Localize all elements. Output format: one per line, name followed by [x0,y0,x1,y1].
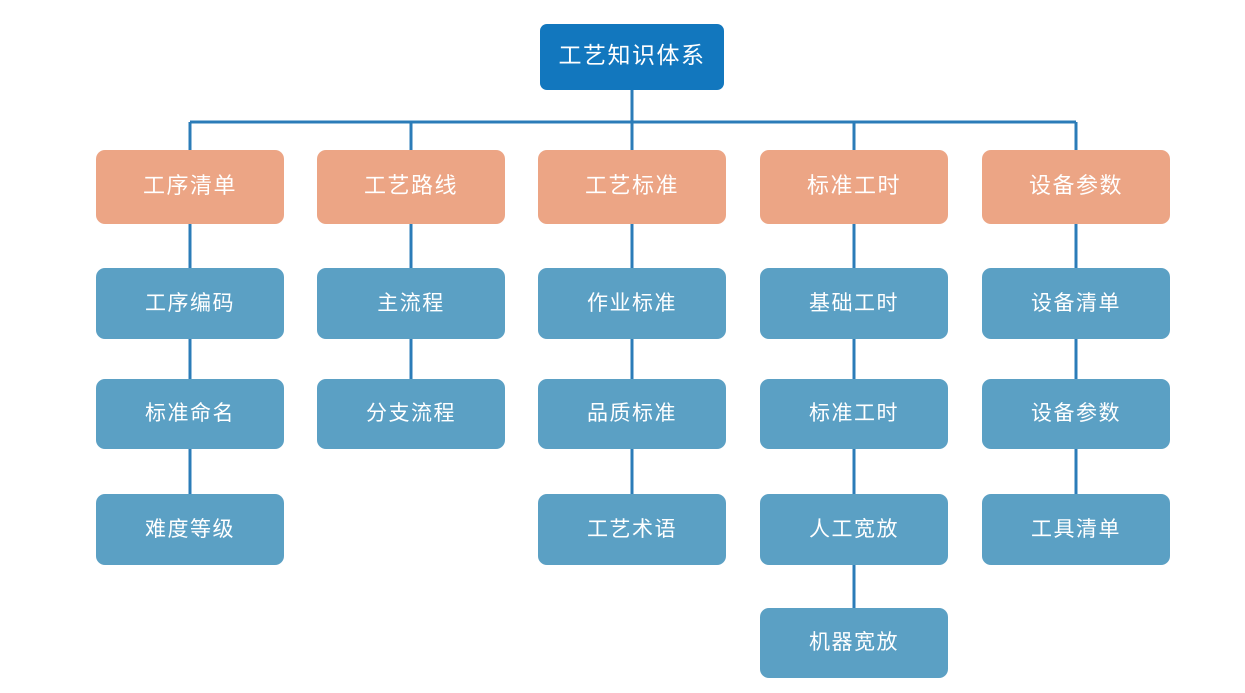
node-category-2[interactable]: 工艺路线 [317,150,505,224]
node-category-1[interactable]: 工序清单 [96,150,284,224]
node-col3-child-2[interactable]: 品质标准 [538,379,726,449]
node-col4-child-2[interactable]: 标准工时 [760,379,948,449]
node-category-3[interactable]: 工艺标准 [538,150,726,224]
node-col4-child-4[interactable]: 机器宽放 [760,608,948,678]
node-col4-child-1[interactable]: 基础工时 [760,268,948,339]
node-category-5[interactable]: 设备参数 [982,150,1170,224]
node-col1-child-3[interactable]: 难度等级 [96,494,284,565]
node-col5-child-2[interactable]: 设备参数 [982,379,1170,449]
node-root[interactable]: 工艺知识体系 [540,24,724,90]
node-col3-child-3[interactable]: 工艺术语 [538,494,726,565]
node-col4-child-3[interactable]: 人工宽放 [760,494,948,565]
node-col1-child-2[interactable]: 标准命名 [96,379,284,449]
node-col2-child-2[interactable]: 分支流程 [317,379,505,449]
node-col5-child-3[interactable]: 工具清单 [982,494,1170,565]
node-col3-child-1[interactable]: 作业标准 [538,268,726,339]
node-col1-child-1[interactable]: 工序编码 [96,268,284,339]
node-col2-child-1[interactable]: 主流程 [317,268,505,339]
node-col5-child-1[interactable]: 设备清单 [982,268,1170,339]
node-category-4[interactable]: 标准工时 [760,150,948,224]
